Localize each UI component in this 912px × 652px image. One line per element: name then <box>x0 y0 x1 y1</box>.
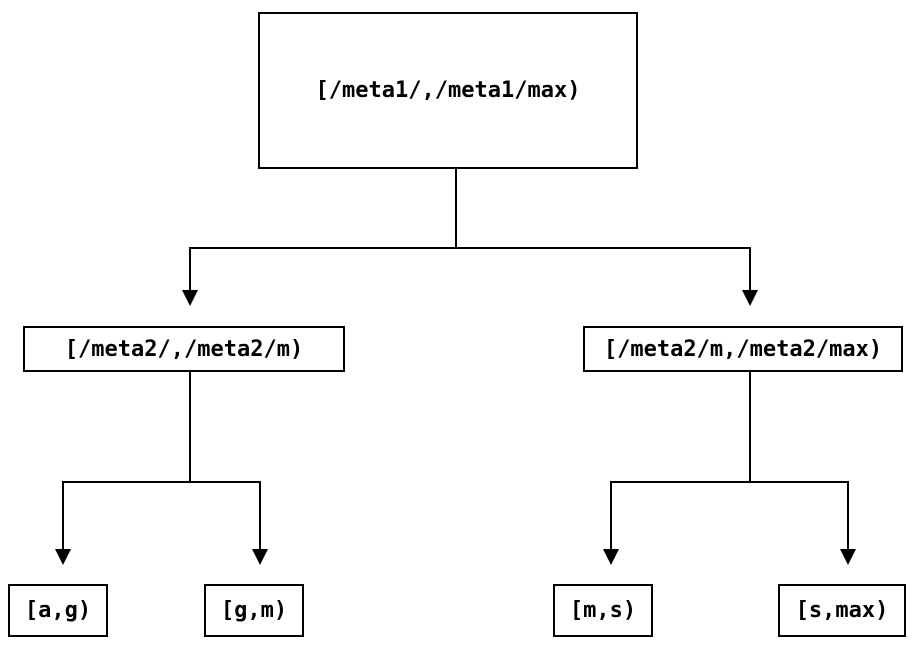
arrow-down-icon <box>252 549 268 565</box>
node-leaf-ms-label: [m,s) <box>569 598 637 623</box>
arrow-down-icon <box>742 290 758 306</box>
node-root: [/meta1/,/meta1/max) <box>258 12 638 169</box>
node-leaf-ag: [a,g) <box>8 584 108 637</box>
edge-right-drop-smax <box>847 481 849 549</box>
node-leaf-smax-label: [s,max) <box>795 598 889 623</box>
node-leaf-ag-label: [a,g) <box>24 598 92 623</box>
arrow-down-icon <box>182 290 198 306</box>
arrow-down-icon <box>840 549 856 565</box>
node-root-label: [/meta1/,/meta1/max) <box>315 78 581 103</box>
edge-left-stem <box>189 372 191 481</box>
node-leaf-smax: [s,max) <box>778 584 906 637</box>
node-meta2-upper: [/meta2/m,/meta2/max) <box>583 326 903 372</box>
edge-right-bus <box>610 481 849 483</box>
edge-right-stem <box>749 372 751 481</box>
node-leaf-gm: [g,m) <box>204 584 304 637</box>
node-leaf-gm-label: [g,m) <box>220 598 288 623</box>
edge-root-bus <box>189 247 751 249</box>
arrow-down-icon <box>55 549 71 565</box>
node-leaf-ms: [m,s) <box>553 584 653 637</box>
edge-left-drop-gm <box>259 481 261 549</box>
node-meta2-lower: [/meta2/,/meta2/m) <box>23 326 345 372</box>
node-meta2-lower-label: [/meta2/,/meta2/m) <box>64 336 304 362</box>
node-meta2-upper-label: [/meta2/m,/meta2/max) <box>603 336 883 362</box>
edge-root-right-drop <box>749 247 751 290</box>
edge-root-stem <box>455 169 457 247</box>
edge-right-drop-ms <box>610 481 612 549</box>
edge-left-drop-ag <box>62 481 64 549</box>
arrow-down-icon <box>603 549 619 565</box>
edge-left-bus <box>62 481 261 483</box>
edge-root-left-drop <box>189 247 191 290</box>
